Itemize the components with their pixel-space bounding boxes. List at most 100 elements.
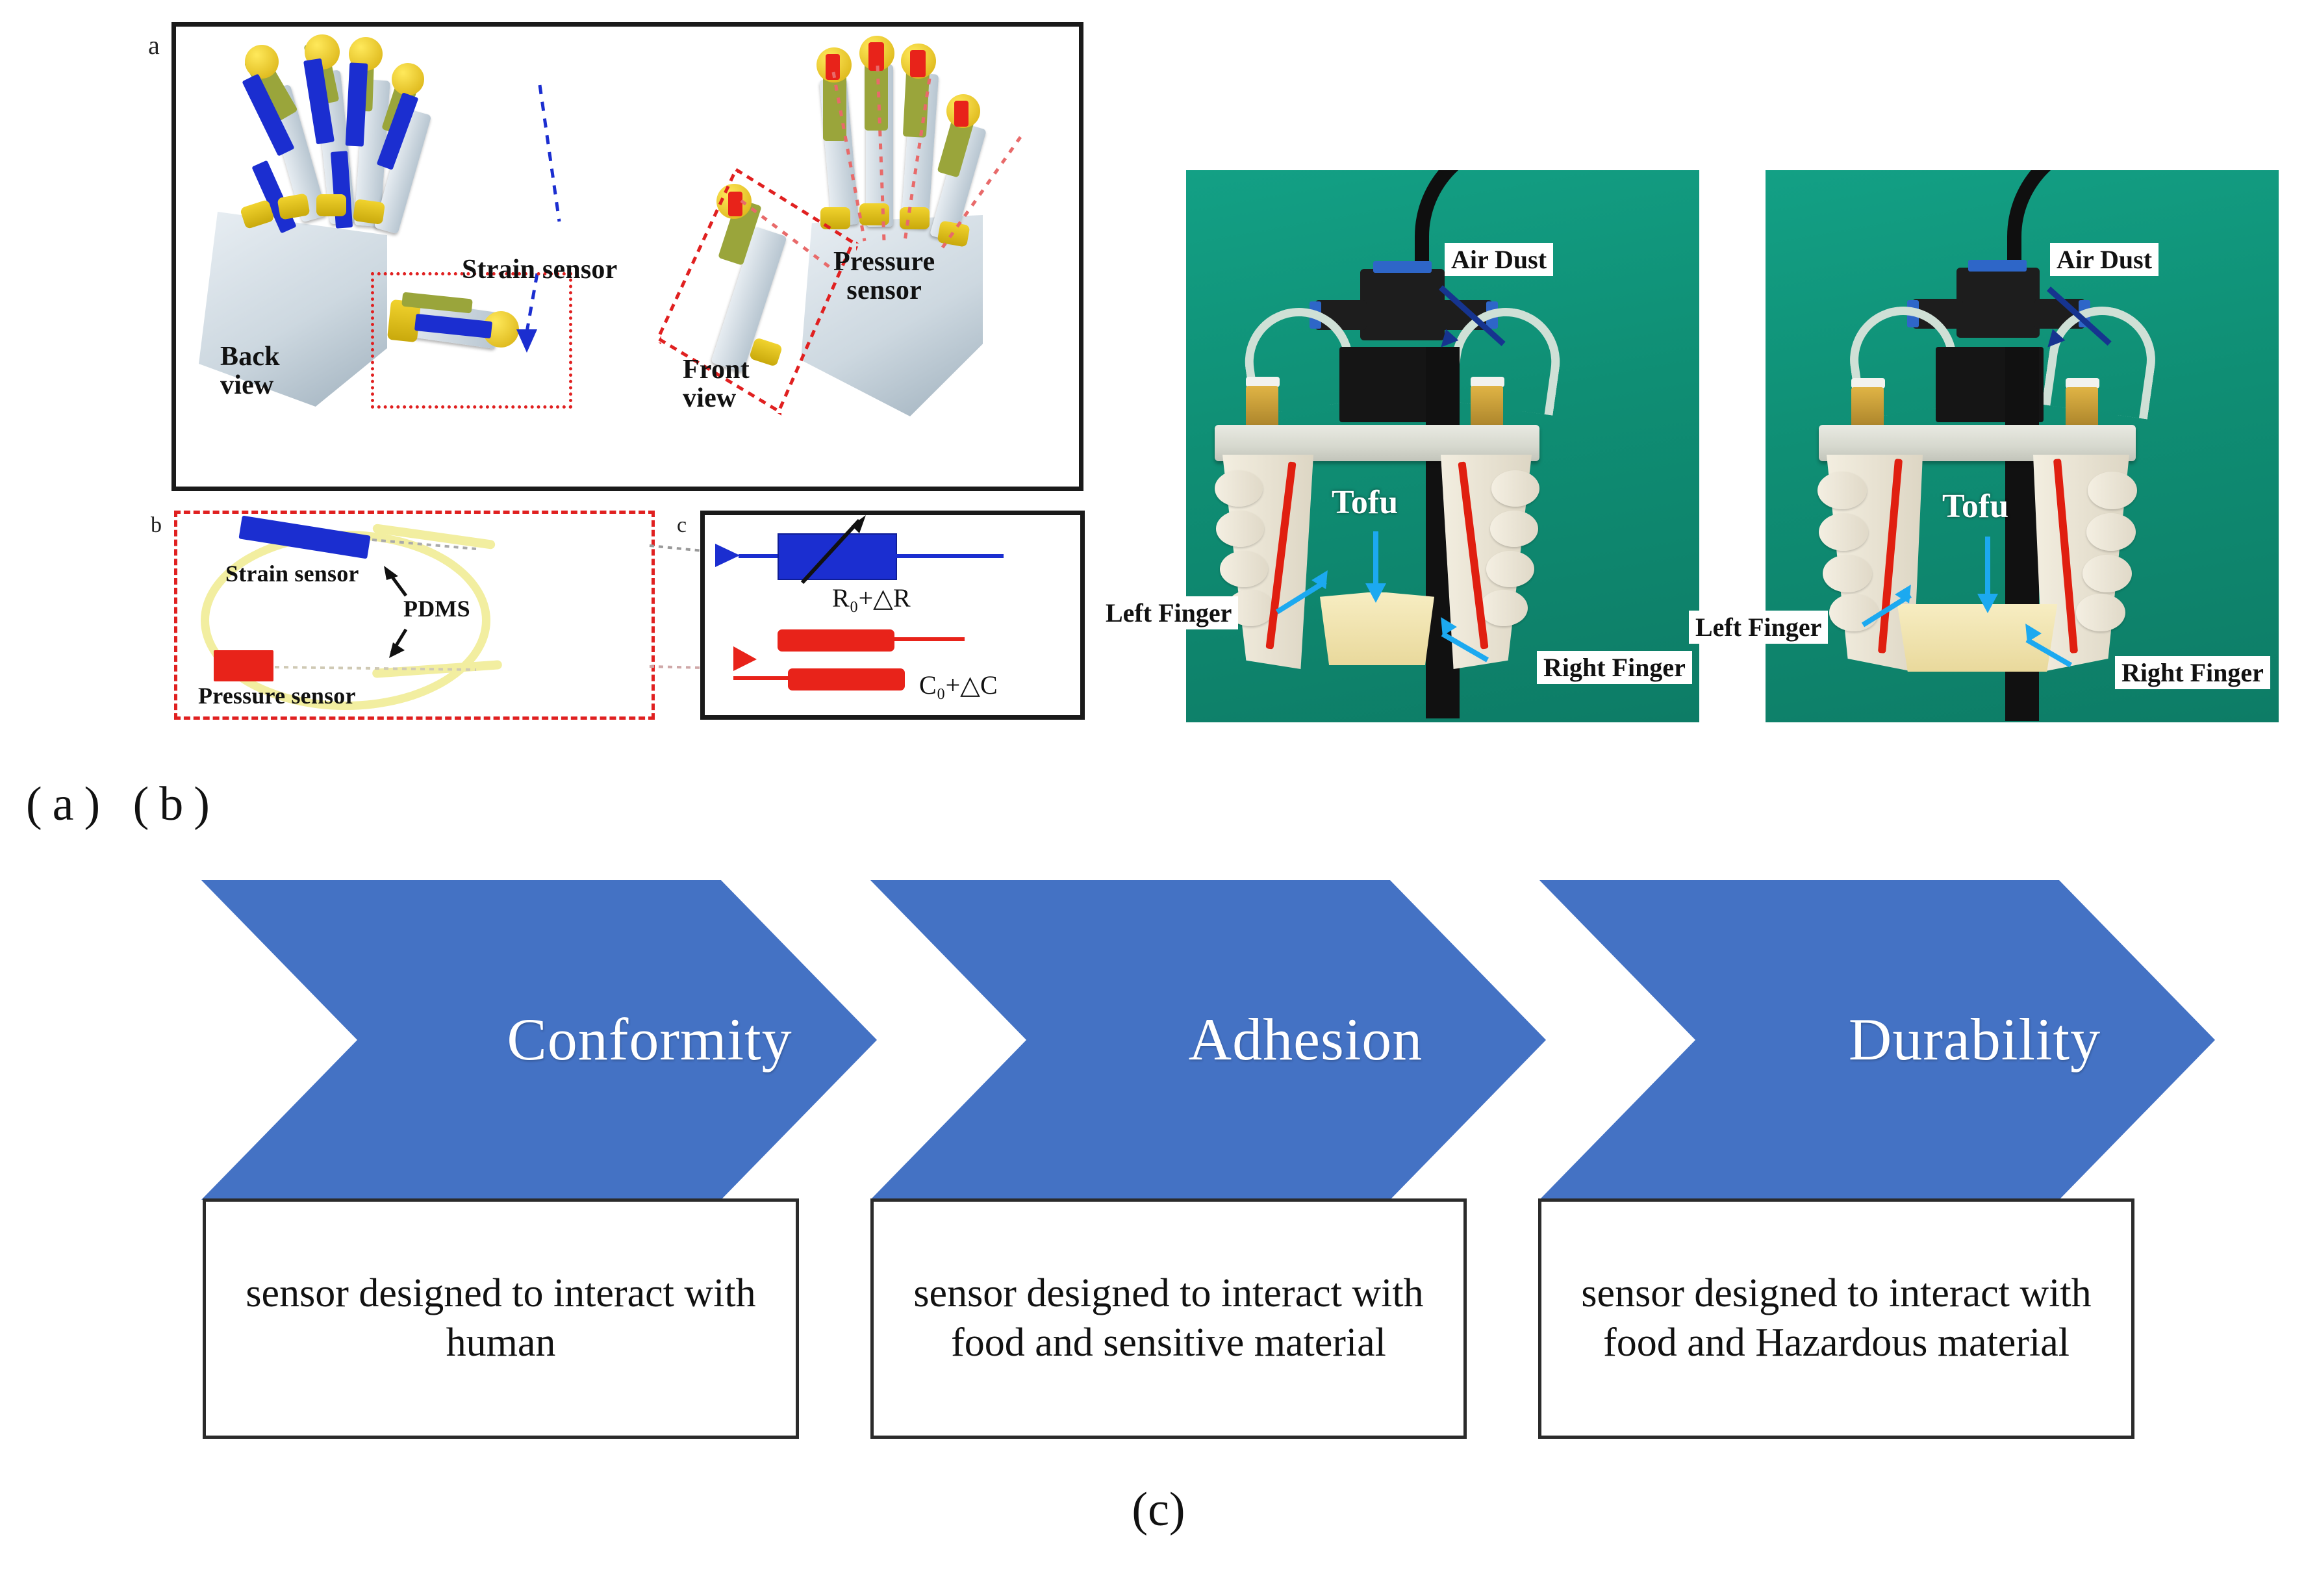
panel-c-letter: c (677, 513, 687, 537)
caption-c: (c) (1132, 1483, 1185, 1536)
left-finger-bellow-1 (1215, 470, 1263, 507)
right-finger-bellow-2-4 (2076, 594, 2125, 631)
right-finger-bellow-3 (1486, 551, 1534, 587)
thumb-pressure-pad (728, 192, 742, 216)
flow-description-adhesion-text: sensor designed to interact with food an… (913, 1271, 1424, 1365)
flow-description-durability: sensor designed to interact with food an… (1538, 1198, 2134, 1439)
tofu-arrowhead (1365, 583, 1386, 603)
panel-a-schematic-box: Strain sensor Back view Front view Press… (171, 22, 1083, 491)
formula-resistance: R₀+△R (832, 583, 911, 613)
panel-c-circuit-box: R₀+△R C₀+△C (700, 511, 1085, 720)
label-pdms: PDMS (403, 596, 470, 622)
b-to-c-leaders (649, 544, 703, 669)
resistor-wire-right (893, 554, 1004, 558)
right-finger-bellow-2-1 (2088, 472, 2137, 509)
chevron-shape-2 (870, 880, 1546, 1200)
label-pressure-sensor-a: Pressure sensor (833, 247, 935, 306)
fitting-collar-left (1246, 377, 1280, 387)
flow-step-durability[interactable]: Durability (1539, 880, 2215, 1200)
label-back-view: Back view (220, 342, 280, 401)
callout-left-finger-1: Left Finger (1099, 596, 1239, 629)
callout-air-dust-2: Air Dust (2050, 243, 2159, 276)
tofu-arrow-2 (1985, 537, 1990, 602)
label-strain-sensor-a: Strain sensor (462, 255, 618, 285)
capacitor-plate-bottom (788, 668, 905, 690)
robot-hand-back-view (183, 33, 598, 488)
flow-step-conformity[interactable]: Conformity (201, 880, 877, 1200)
fitting-collar-right (1471, 377, 1504, 387)
formula-capacitance: C₀+△C (919, 670, 998, 700)
gripper-photo-open: Air Dust Tofu (1186, 170, 1699, 722)
capacitor-wire-bottom (733, 676, 793, 680)
flow-step-adhesion-label: Adhesion (1188, 1006, 1423, 1072)
left-finger-bellow-2-4 (1829, 594, 1879, 631)
flow-step-adhesion[interactable]: Adhesion (870, 880, 1546, 1200)
left-finger-bellow-2-1 (1817, 472, 1867, 509)
gripper-photo-closed: Air Dust Tofu (1766, 170, 2279, 722)
connector-blue-collar-left-2 (1907, 300, 1919, 327)
left-finger-bellow-2-2 (1819, 513, 1868, 551)
callout-air-dust: Air Dust (1445, 243, 1554, 276)
panel-b-sensor-assembly-box: Strain sensor Pressure sensor PDMS (174, 511, 655, 720)
right-finger-bellow-2 (1490, 511, 1538, 547)
flow-description-conformity: sensor designed to interact with human (203, 1198, 799, 1439)
pressure-sensor-pad-1 (826, 54, 840, 80)
fitting-collar-left-2 (1851, 378, 1885, 388)
tofu-block-2 (1897, 604, 2058, 672)
label-pressure-sensor-b: Pressure sensor (198, 683, 356, 709)
flow-description-conformity-text: sensor designed to interact with human (246, 1271, 756, 1365)
brass-fitting-right (1471, 386, 1503, 429)
flow-step-conformity-label: Conformity (507, 1006, 792, 1072)
pressure-sensor-element-b (214, 650, 273, 681)
callout-left-finger-2: Left Finger (1689, 611, 1829, 644)
callout-right-finger-2: Right Finger (2115, 656, 2270, 689)
left-finger-bellow-2 (1216, 511, 1264, 547)
flow-description-durability-text: sensor designed to interact with food an… (1581, 1271, 2092, 1365)
left-finger-bellow-3 (1220, 551, 1268, 587)
brass-fitting-left (1246, 386, 1278, 429)
resistor-arrow (715, 515, 866, 585)
pressure-sensor-pad-4 (954, 101, 969, 127)
callout-tofu-2: Tofu (1942, 488, 2009, 525)
tee-connector-arm-left-2 (1912, 299, 1963, 329)
panel-a-letter: a (148, 31, 160, 60)
fingertip-back-4 (392, 63, 424, 95)
variable-resistor-symbol (778, 533, 897, 580)
tee-connector-body-2 (1956, 268, 2040, 338)
tofu-block (1320, 592, 1434, 665)
callout-tofu: Tofu (1332, 484, 1399, 521)
thumb-highlight-outline (655, 167, 855, 414)
panel-b-to-c-connectors (274, 538, 477, 671)
right-finger-bellow-2-2 (2086, 513, 2136, 551)
connector-blue-collar-top (1373, 261, 1432, 273)
tee-connector-arm-left (1315, 300, 1367, 330)
caption-a-b: (a) (b) (26, 778, 220, 831)
chevron-shape-1 (201, 880, 877, 1200)
robot-hand-front-view (631, 33, 1072, 488)
strain-sensor-zoom-region (371, 272, 572, 409)
resistor-wire-left (739, 554, 780, 558)
right-finger-bellow-4 (1480, 590, 1528, 626)
pressure-sensor-pad-3 (910, 50, 926, 77)
connector-blue-collar-right (1486, 301, 1498, 329)
right-finger-bellow-2-3 (2083, 555, 2132, 592)
callout-right-finger-1: Right Finger (1537, 651, 1692, 684)
capacitor-plate-top (778, 629, 894, 652)
flow-description-adhesion: sensor designed to interact with food an… (870, 1198, 1467, 1439)
capacitor-arrow (733, 646, 757, 671)
pressure-sensor-leaders (740, 65, 1022, 268)
capacitor-wire-top (893, 637, 965, 641)
tofu-arrow (1373, 531, 1378, 591)
fingertip-back-1 (245, 45, 279, 79)
brass-fitting-right-2 (2066, 387, 2098, 429)
chevron-shape-3 (1539, 880, 2215, 1200)
fitting-collar-right-2 (2066, 378, 2099, 388)
brass-fitting-left-2 (1851, 387, 1884, 429)
flow-step-durability-label: Durability (1848, 1006, 2101, 1072)
knuckle-front-3 (900, 207, 930, 229)
label-front-view: Front view (683, 355, 750, 414)
connector-blue-collar-left (1310, 301, 1321, 329)
right-finger-bellow-1 (1491, 470, 1539, 507)
panel-b-letter: b (151, 513, 162, 537)
